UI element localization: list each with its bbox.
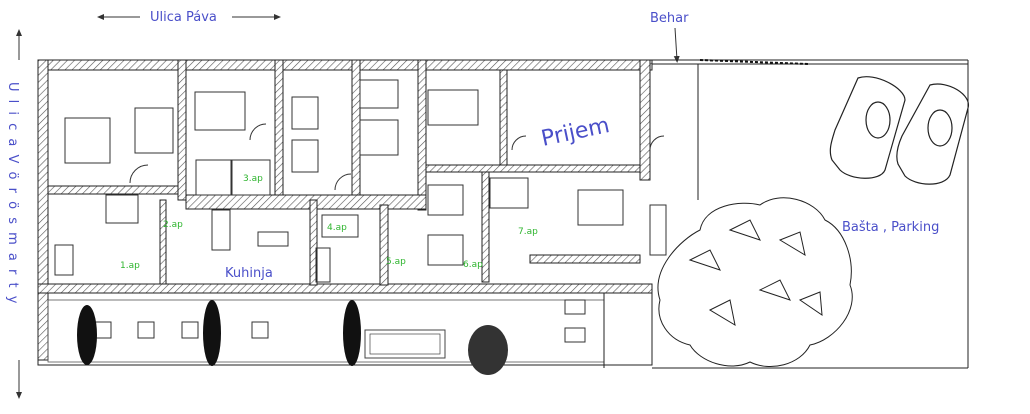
apartment-label-7: 7.ap: [518, 227, 538, 237]
furniture: [54, 79, 667, 343]
apartment-label-4: 4.ap: [327, 223, 347, 233]
apartment-label-2: 2.ap: [163, 220, 183, 230]
parked-cars: [829, 76, 969, 185]
behar-arrow: [673, 27, 680, 63]
apartment-label-5: 5.ap: [386, 257, 406, 267]
apartment-label-6: 6.ap: [463, 260, 483, 270]
label-street-top: Ulica Páva: [150, 10, 217, 25]
label-kitchen: Kuhinja: [225, 266, 273, 281]
terrace-plants: [77, 300, 508, 375]
garden-boundary: [603, 59, 969, 369]
label-garden-parking: Bašta , Parking: [842, 220, 939, 235]
label-street-left: U l i c a V ö r ö s m a r t y: [5, 82, 20, 305]
apartment-label-1: 1.ap: [120, 261, 140, 271]
label-reception: Prijem: [539, 113, 612, 152]
apartment-label-3: 3.ap: [243, 174, 263, 184]
building-walls: [37, 59, 653, 361]
label-behar: Behar: [650, 11, 689, 26]
garden-tree: [657, 197, 853, 367]
